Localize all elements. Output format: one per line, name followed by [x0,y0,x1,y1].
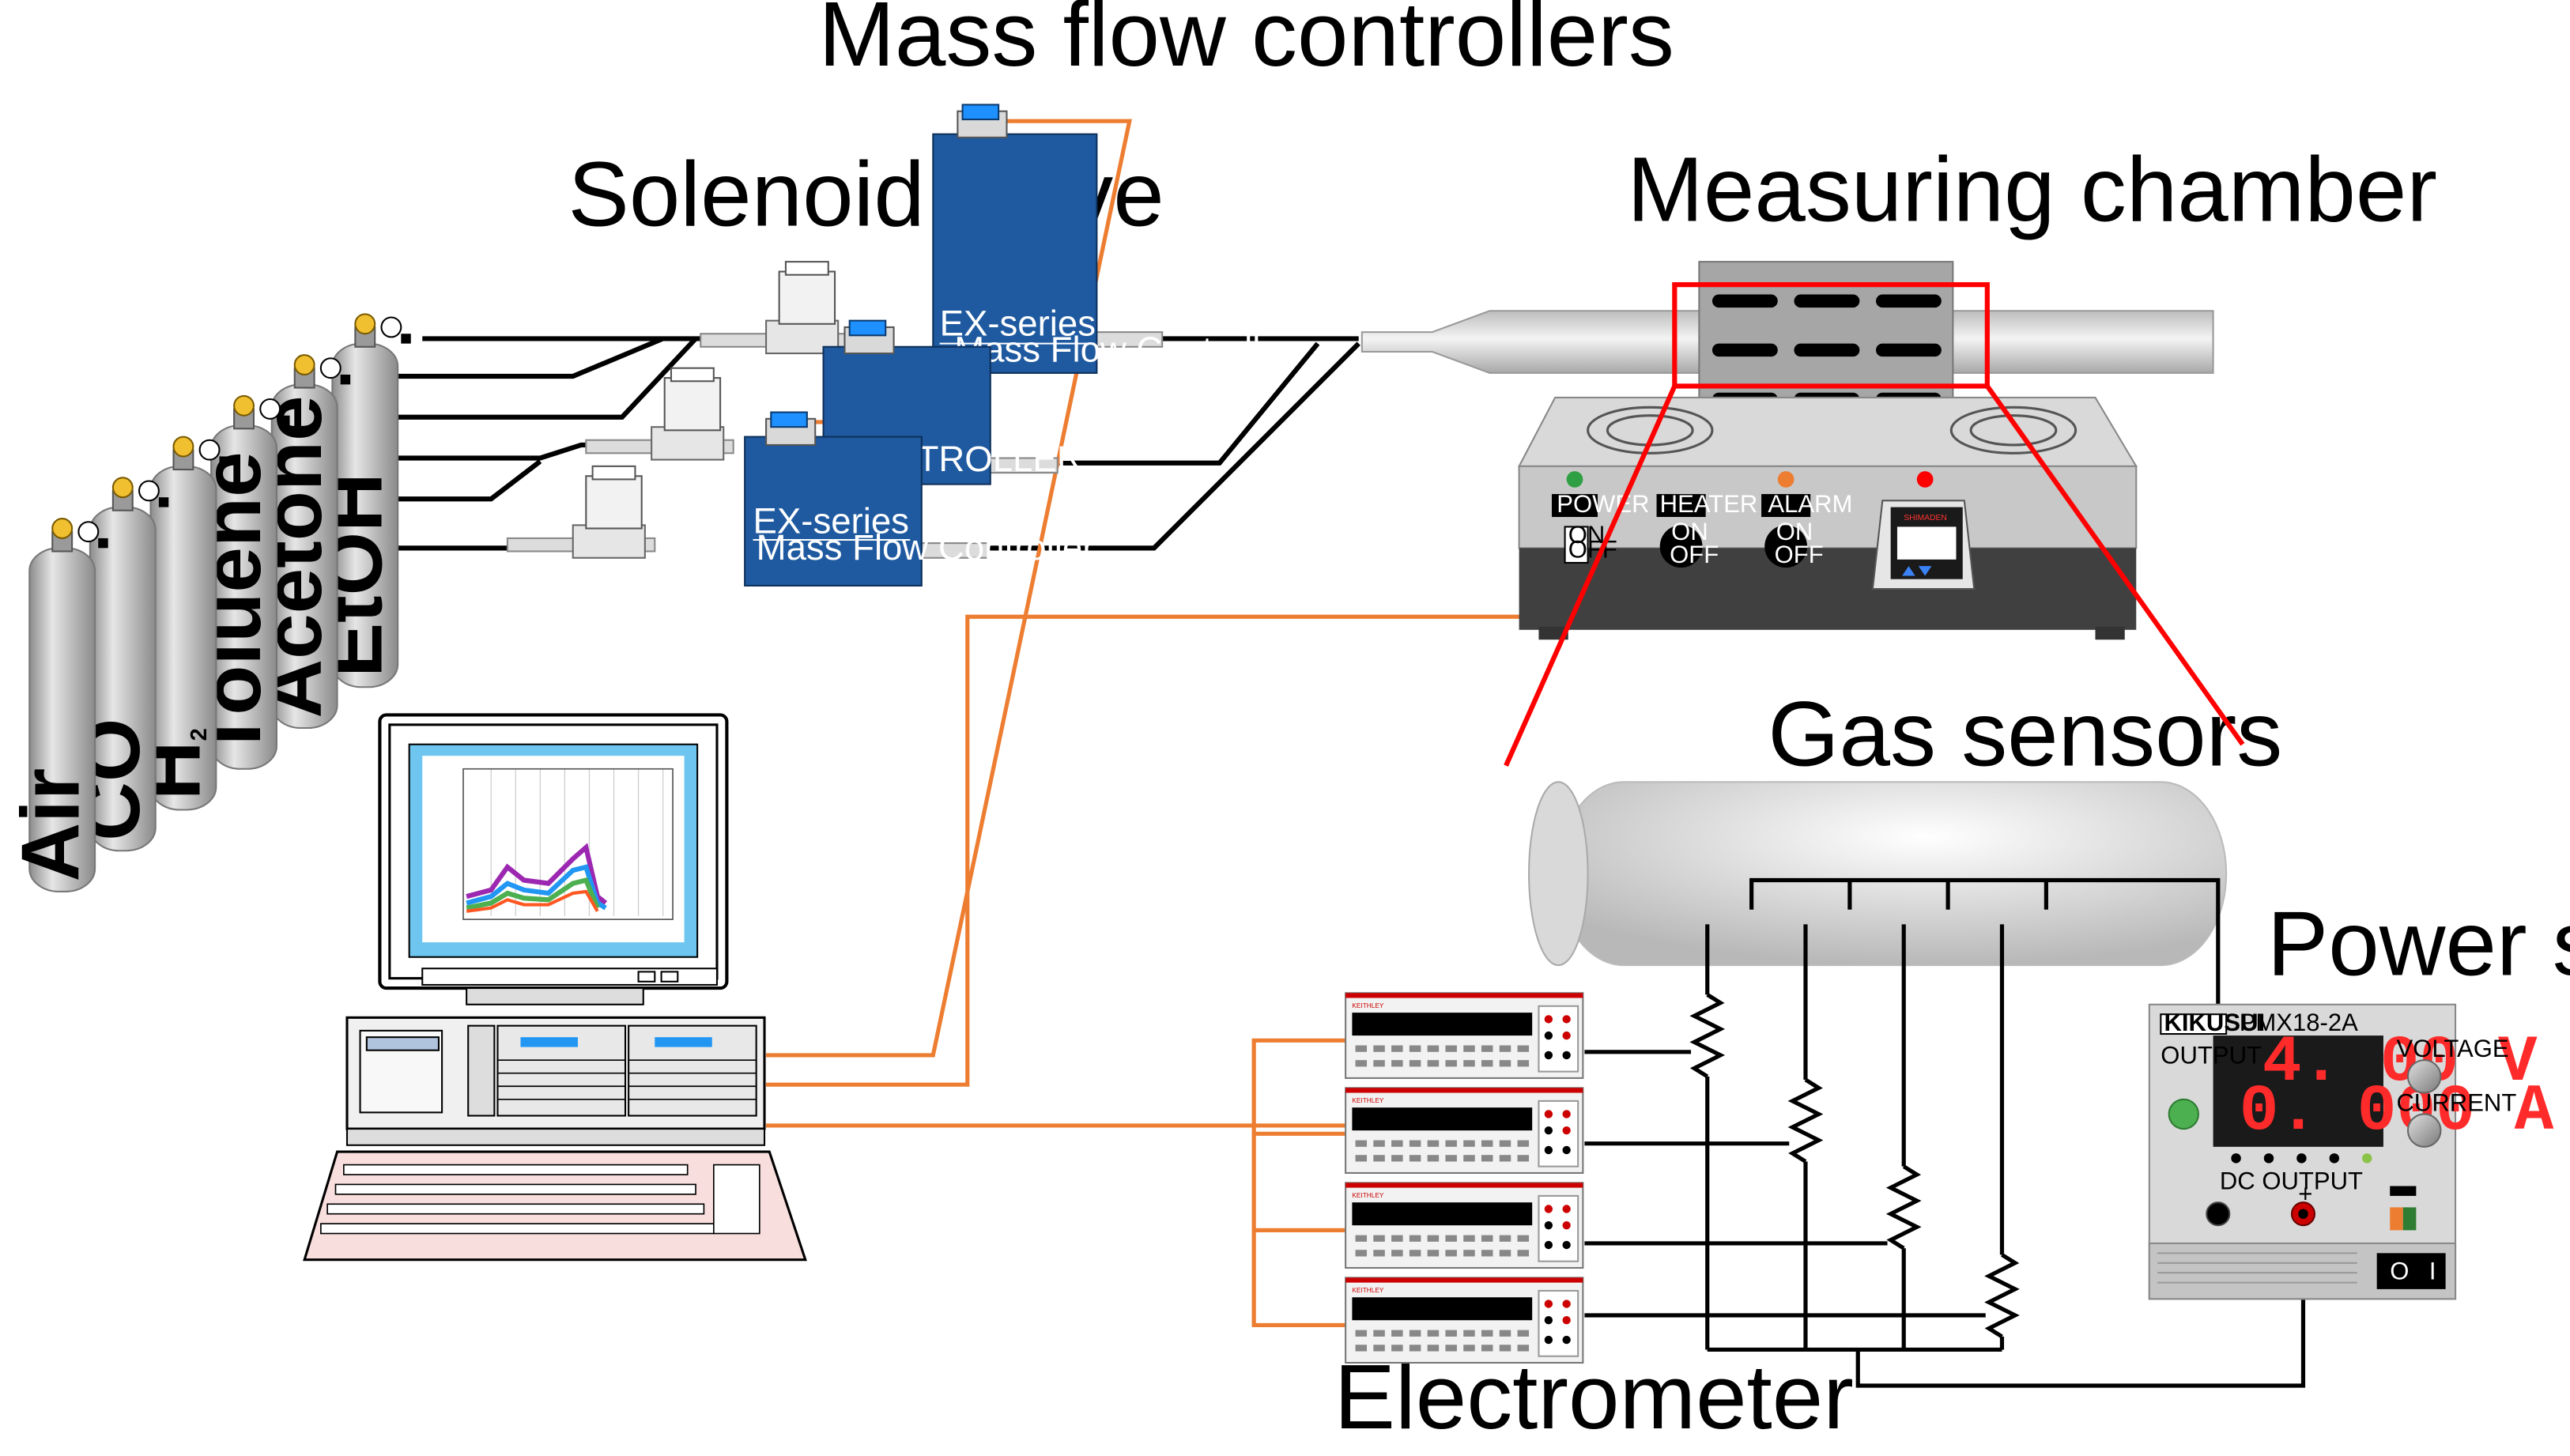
mass-flow-controllers: EX-series Mass Flow Controller TROLLER E… [744,104,1293,587]
mfc-subtitle: Mass Flow Controller [954,329,1293,369]
resistor-icon [1689,993,1726,1079]
gas-sensor-tube [1527,781,2228,967]
power-label: POWER [1557,490,1649,518]
resistor-icon [1984,1253,2020,1339]
mfc-series-label: EX-series [753,501,909,541]
resistor-icon [1885,1164,1922,1250]
resistor-icon [1787,1077,1824,1164]
dc-output-label: DC OUTPUT [2220,1167,2363,1195]
output-button[interactable] [2168,1098,2199,1130]
alarm-knob[interactable] [1764,525,1808,568]
power-off-label: OFF [1568,536,1617,564]
multimeter-icon: KEITHLEY [1345,992,1584,1079]
measuring-chamber-title: Measuring chamber [1627,138,2437,240]
multimeter-icon: KEITHLEY [1345,1182,1584,1269]
heater-off-label: OFF [1670,541,1719,568]
multimeter-icon: KEITHLEY [1345,1087,1584,1174]
electrometer-brand: KEITHLEY [1352,1097,1383,1104]
alarm-off-label: OFF [1775,541,1824,568]
power-supply-brand: KIKUSUI [2164,1009,2265,1036]
mass-flow-controller-icon: EX-series Mass Flow Controller [744,411,1095,587]
main-power-switch[interactable] [2376,1253,2446,1289]
mfc-subtitle: Mass Flow Controller [757,527,1095,568]
plus-label: + [2298,1180,2312,1208]
mfc-partial-subtitle: TROLLER [917,439,1083,479]
power-on-label: ON [1568,521,1606,549]
electrometer-brand: KEITHLEY [1352,1192,1383,1199]
switch-off-label: O [2390,1257,2409,1284]
heater-label: HEATER [1660,490,1758,518]
voltage-knob-label: VOLTAGE [2397,1035,2509,1062]
alarm-on-label: ON [1776,518,1813,545]
mfc-series-label: EX-series [940,303,1096,343]
negative-terminal[interactable] [2206,1201,2231,1227]
current-knob-label: CURRENT [2397,1088,2517,1116]
mass-flow-controllers-title: Mass flow controllers [818,0,1674,85]
alarm-label: ALARM [1768,490,1852,518]
voltage-knob[interactable] [2406,1059,2442,1094]
mass-flow-controller-icon: EX-series Mass Flow Controller [932,104,1293,374]
solenoid-valve-icon [506,465,656,559]
electrometer-brand: KEITHLEY [1352,1287,1383,1294]
current-knob[interactable] [2406,1113,2442,1148]
tube-furnace-icon: POWER ON OFF HEATER ON OFF ALARM ON OFF … [1360,261,2214,640]
electrometer-brand: KEITHLEY [1352,1002,1383,1009]
heater-knob[interactable] [1659,525,1703,568]
gas-sensors-title: Gas sensors [1768,683,2282,786]
multimeter-icon: KEITHLEY [1345,1277,1584,1364]
power-supply-icon: KIKUSUI PMX18-2A 4. 00 V 0. 000 A OUTPUT… [2148,1003,2554,1300]
voltage-display: 4. 00 V [2262,1025,2538,1100]
cylinder-label: Air [4,768,96,882]
solenoid-valve-icon [585,367,734,461]
output-label: OUTPUT [2161,1041,2262,1069]
resistors [1689,993,2020,1339]
heater-on-label: ON [1671,518,1708,545]
gas-cylinder-icon: Air [4,518,108,893]
solenoid-valve-icon [700,261,849,355]
current-display: 0. 000 A [2240,1074,2554,1149]
computer-icon [303,713,807,1262]
power-supply-title: Power supply [2267,892,2570,995]
power-supply-model: PMX18-2A [2240,1009,2358,1036]
switch-on-label: I [2429,1257,2436,1284]
cylinder-label-subscript: 2 [187,728,212,741]
power-switch[interactable] [1564,526,1589,564]
electrometers: KEITHLEY KEITHLEY KEITHLEY KEITHLEY [1345,992,1584,1364]
zoom-highlight [1504,282,2245,767]
controller-brand: SHIMADEN [1904,514,1947,522]
